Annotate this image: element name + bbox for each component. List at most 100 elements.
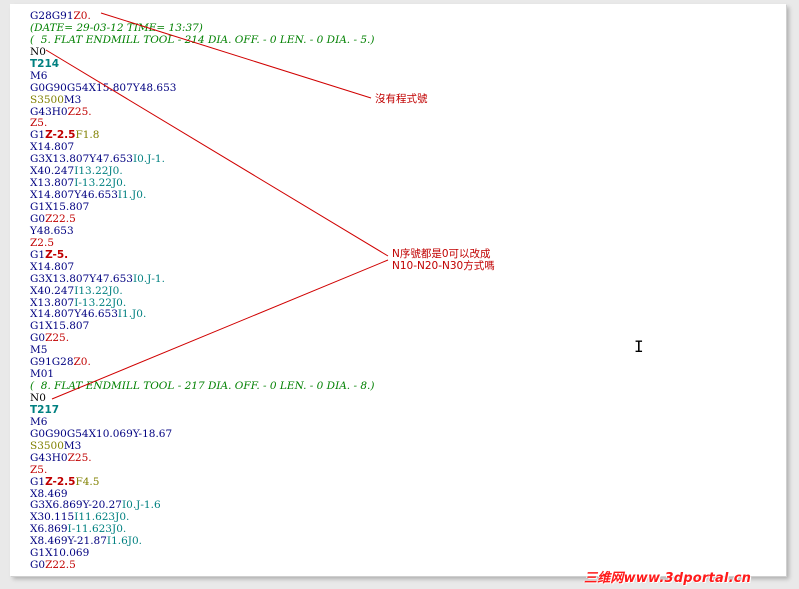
code-token: I13.22J0. — [74, 284, 123, 297]
code-token: G1X10.069 — [30, 547, 90, 560]
code-line: Z5. — [30, 117, 375, 130]
code-line: (DATE= 29-03-12 TIME= 13:37) — [30, 21, 375, 35]
code-token: M3 — [63, 93, 82, 106]
code-line: X8.469 — [30, 487, 375, 501]
code-line: ( 8. FLAT ENDMILL TOOL - 217 DIA. OFF. -… — [30, 380, 375, 393]
leader-line-n0-first — [45, 49, 389, 257]
code-line: G1X10.069 — [30, 547, 375, 560]
code-line: X14.807 — [30, 141, 375, 154]
code-token: G3X6.869Y-20.27 — [30, 499, 122, 512]
code-token: X30.115 — [30, 511, 75, 524]
code-token: X13.807 — [30, 177, 75, 190]
code-line: S3500M3 — [30, 93, 375, 107]
code-token: T217 — [30, 403, 60, 416]
code-token: I0.J-1. — [132, 272, 165, 285]
code-token: Z5. — [30, 463, 48, 476]
code-token: G91G28 — [30, 356, 74, 369]
code-line: G1Z-5. — [30, 248, 375, 262]
code-token: X40.247 — [30, 284, 75, 297]
code-token: I0.J-1. — [132, 153, 165, 166]
code-token: I-11.623J0. — [67, 523, 127, 536]
code-token: S3500 — [30, 439, 64, 452]
code-token: Z0. — [73, 10, 91, 22]
code-token: G0G90G54X15.807Y48.653 — [30, 81, 177, 94]
code-token: X14.807Y46.653 — [30, 189, 118, 202]
code-token: Z25. — [67, 451, 92, 464]
code-line: G1Z-2.5F1.8 — [30, 129, 375, 142]
code-token: I0.J-1.6 — [122, 499, 161, 512]
code-line: X14.807Y46.653I1.J0. — [30, 308, 375, 321]
code-token: G43H0 — [30, 105, 68, 118]
code-line: G3X13.807Y47.653I0.J-1. — [30, 153, 375, 166]
annotation-sequence-note-line2: N10-N20-N30方式嗎 — [392, 260, 495, 272]
code-token: M6 — [30, 415, 48, 428]
code-line: G0Z25. — [30, 332, 375, 345]
code-token: T214 — [30, 57, 60, 70]
watermark-logo: 三维网www.3dportal.cn — [584, 571, 752, 586]
code-token: ( 8. FLAT ENDMILL TOOL - 217 DIA. OFF. -… — [30, 380, 375, 393]
code-line: G0G90G54X10.069Y-18.67 — [30, 428, 375, 441]
code-line: X40.247I13.22J0. — [30, 284, 375, 298]
code-line: X30.115I11.623J0. — [30, 511, 375, 524]
code-line: G0Z22.5 — [30, 559, 375, 572]
code-token: G1 — [30, 248, 46, 261]
code-line: G43H0Z25. — [30, 451, 375, 465]
code-token: G3X13.807Y47.653 — [30, 272, 133, 285]
code-viewer: G28G91Z0.(DATE= 29-03-12 TIME= 13:37)( 5… — [10, 4, 786, 576]
annotation-no-program-number: 沒有程式號 — [375, 93, 428, 105]
code-line: X14.807 — [30, 260, 375, 274]
code-line: ( 5. FLAT ENDMILL TOOL - 214 DIA. OFF. -… — [30, 33, 375, 47]
gcode-listing: G28G91Z0.(DATE= 29-03-12 TIME= 13:37)( 5… — [30, 10, 375, 572]
code-token: Y48.653 — [30, 224, 74, 237]
code-line: M01 — [30, 368, 375, 381]
code-token: G0 — [30, 332, 46, 345]
code-line: G0Z22.5 — [30, 212, 375, 226]
code-line: Y48.653 — [30, 224, 375, 238]
code-line: Z2.5 — [30, 237, 375, 250]
code-token: G1 — [30, 475, 46, 488]
code-token: F1.8 — [75, 129, 100, 142]
code-token: X14.807Y46.653 — [30, 308, 118, 321]
code-token: G1 — [30, 129, 46, 142]
code-token: S3500 — [30, 93, 64, 106]
code-token: X8.469 — [30, 487, 68, 500]
code-line: G0G90G54X15.807Y48.653 — [30, 81, 375, 95]
code-line: T214 — [30, 57, 375, 71]
code-token: ( 5. FLAT ENDMILL TOOL - 214 DIA. OFF. -… — [30, 33, 375, 46]
code-token: M5 — [30, 344, 48, 357]
code-line: X14.807Y46.653I1.J0. — [30, 189, 375, 202]
code-token: Z25. — [67, 105, 92, 118]
code-token: X14.807 — [30, 260, 75, 273]
code-token: N0 — [30, 45, 46, 58]
code-line: N0 — [30, 392, 375, 405]
code-token: I1.J0. — [117, 189, 147, 202]
code-line: G1X15.807 — [30, 320, 375, 333]
code-line: X13.807I-13.22J0. — [30, 177, 375, 190]
code-token: X14.807 — [30, 141, 75, 154]
code-token: Z-2.5 — [45, 475, 76, 488]
code-line: G3X6.869Y-20.27I0.J-1.6 — [30, 499, 375, 512]
code-token: G28G91 — [30, 10, 74, 22]
leader-line-n0-second — [51, 259, 389, 400]
code-line: M5 — [30, 344, 375, 357]
annotation-sequence-note-line1: N序號都是0可以改成 — [392, 248, 491, 260]
code-token: G1X15.807 — [30, 201, 90, 213]
code-line: T217 — [30, 403, 375, 417]
code-line: G3X13.807Y47.653I0.J-1. — [30, 272, 375, 286]
code-token: G0 — [30, 559, 46, 572]
code-token: Z-5. — [45, 248, 69, 261]
code-token: (DATE= 29-03-12 TIME= 13:37) — [30, 21, 203, 34]
code-token: M3 — [63, 439, 82, 452]
text-cursor-icon: I — [634, 337, 644, 356]
code-token: G0 — [30, 212, 46, 225]
code-token: I13.22J0. — [74, 165, 123, 178]
code-token: Z25. — [45, 332, 70, 345]
code-token: X13.807 — [30, 296, 75, 309]
code-token: X6.869 — [30, 523, 68, 536]
code-line: S3500M3 — [30, 439, 375, 453]
code-token: M01 — [30, 368, 55, 381]
code-line: G1X15.807 — [30, 201, 375, 214]
code-token: I-13.22J0. — [74, 296, 127, 309]
